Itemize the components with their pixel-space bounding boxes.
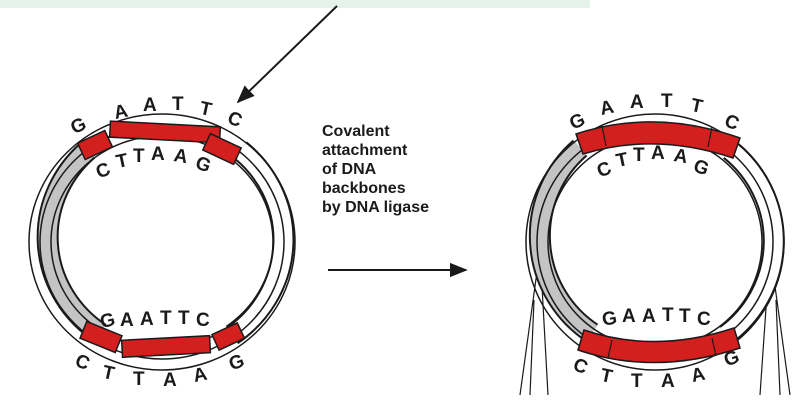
base-letter: C xyxy=(93,159,114,184)
caption-line: of DNA xyxy=(322,160,462,179)
base-letter: A xyxy=(172,145,189,168)
base-letter: A xyxy=(661,371,675,392)
base-letter: A xyxy=(672,145,689,168)
base-letter: A xyxy=(140,309,154,330)
sticky-end-block xyxy=(122,336,211,358)
base-letter: T xyxy=(631,371,643,392)
base-letter: T xyxy=(133,146,145,167)
base-letter: T xyxy=(114,150,130,173)
base-letter: C xyxy=(721,110,742,135)
base-letter: T xyxy=(679,306,691,327)
base-letter: G xyxy=(193,153,214,178)
base-letter: T xyxy=(599,365,615,388)
base-letter: A xyxy=(143,95,157,116)
base-letter: T xyxy=(172,94,184,115)
process-caption: Covalent attachment of DNA backbones by … xyxy=(322,122,462,217)
caption-line: attachment xyxy=(322,141,462,160)
left-plasmid: G A A T T C C T T A A G G A A T T C C T … xyxy=(29,94,295,391)
base-letter: T xyxy=(178,308,190,329)
base-letter: C xyxy=(594,158,615,183)
base-letter: T xyxy=(198,98,214,121)
base-letter: C xyxy=(72,350,93,375)
base-letter: A xyxy=(642,306,656,327)
base-letter: T xyxy=(101,362,117,385)
base-letter: T xyxy=(160,308,172,329)
base-letter: T xyxy=(661,91,673,112)
base-letter: A xyxy=(651,143,665,164)
base-letter: A xyxy=(630,92,644,113)
left-top-inner-sequence: C T T A A G xyxy=(93,144,214,183)
caption-line: Covalent xyxy=(322,122,462,141)
base-letter: T xyxy=(633,145,645,166)
caption-line: backbones xyxy=(322,179,462,198)
left-bottom-inner-sequence: G A A T T C xyxy=(98,308,210,333)
base-letter: C xyxy=(570,354,591,379)
base-letter: A xyxy=(191,364,209,387)
base-letter: G xyxy=(601,308,619,331)
base-letter: T xyxy=(133,369,145,390)
base-letter: A xyxy=(598,97,616,120)
base-letter: C xyxy=(196,310,210,331)
base-letter: A xyxy=(622,306,636,327)
caption-line: by DNA ligase xyxy=(322,198,462,217)
base-letter: G xyxy=(226,350,248,375)
base-letter: T xyxy=(614,149,630,172)
base-letter: C xyxy=(224,107,245,132)
base-letter: A xyxy=(112,101,130,124)
top-band xyxy=(0,0,590,8)
base-letter: A xyxy=(120,310,134,331)
base-letter: A xyxy=(151,144,165,165)
right-bottom-inner-sequence: G A A T T C xyxy=(601,305,711,331)
sticky-end-block xyxy=(110,121,221,143)
base-letter: G xyxy=(721,346,743,371)
base-letter: A xyxy=(163,370,177,391)
base-letter: T xyxy=(662,305,674,326)
base-letter: A xyxy=(689,364,707,387)
base-letter: G xyxy=(691,156,712,181)
base-letter: G xyxy=(67,114,89,139)
pointer-arrow xyxy=(238,6,337,102)
ligated-site-block xyxy=(578,328,740,363)
right-plasmid: G A A T T C C T T A A G G A A T T C C T … xyxy=(520,91,790,395)
right-top-inner-sequence: C T T A A G xyxy=(594,143,712,182)
base-letter: T xyxy=(689,95,705,118)
base-letter: C xyxy=(697,309,711,330)
